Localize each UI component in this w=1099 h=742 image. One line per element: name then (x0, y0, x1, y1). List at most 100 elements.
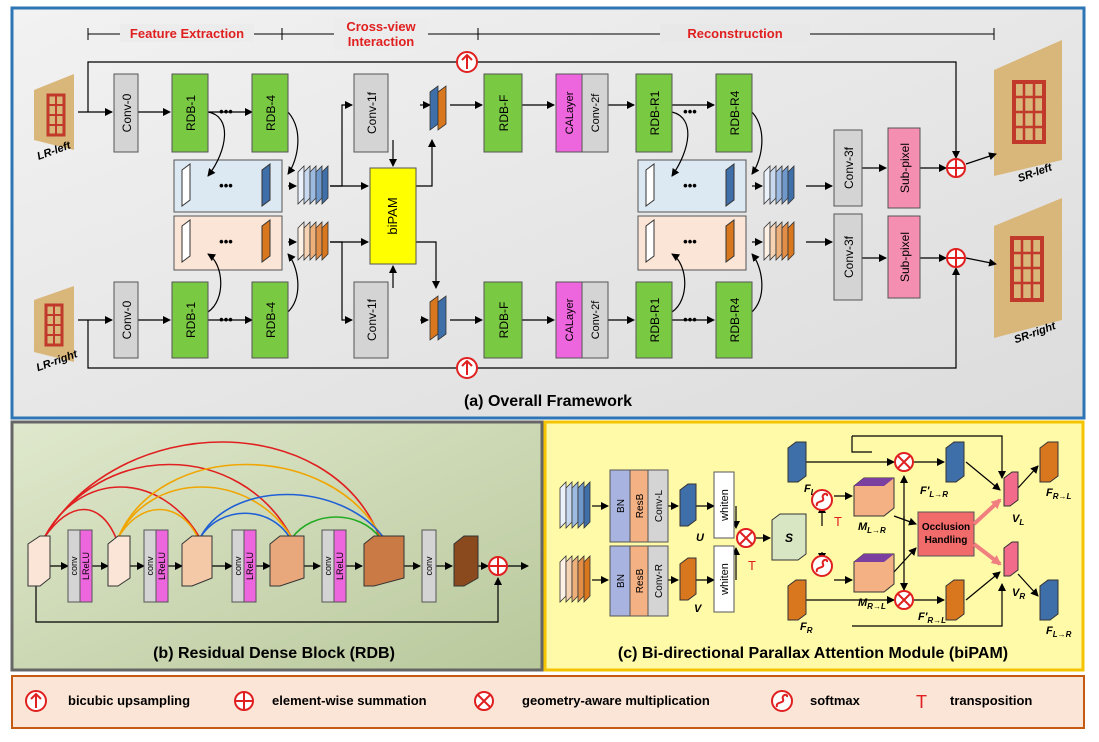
sr-right-image (994, 198, 1062, 338)
caption-panel-c: (c) Bi-directional Parallax Attention Mo… (618, 645, 1008, 662)
svg-text:FR→L: FR→L (1046, 487, 1072, 501)
label-cross-view: Cross-view (346, 19, 416, 34)
legend-sum-icon (234, 691, 254, 711)
text-s: S (785, 531, 793, 545)
block-conv3f-left (833, 129, 863, 207)
block-rdbf-right (483, 281, 523, 359)
block-rdbf-left (483, 73, 523, 153)
feature-maps: ••• ••• ••• ••• (181, 163, 735, 263)
block-rdbr1-left (635, 73, 673, 153)
rdb-conv-4: conv (323, 556, 333, 576)
text-vl: V (1012, 513, 1021, 525)
text-rdbf-left: RDB-F (497, 95, 511, 132)
sum-icon-top (946, 158, 966, 178)
dots-bottom-1: ••• (219, 312, 233, 327)
block-conv2f-left (581, 73, 609, 153)
dots-bottom-2: ••• (683, 312, 697, 327)
text-rdbr4-left: RDB-R4 (728, 90, 742, 135)
block-subpixel-left (887, 127, 921, 209)
text-calayer-left: CALayer (564, 91, 576, 134)
bottom-path-connectors (78, 238, 997, 369)
text-handling: Handling (925, 535, 968, 546)
text-subpixel-right: Sub-pixel (898, 232, 912, 282)
dots-band-4: ••• (683, 234, 697, 249)
dots-top-1: ••• (219, 104, 233, 119)
top-path-connectors (78, 61, 997, 190)
sr-left-image (994, 40, 1062, 176)
text-whiten-top: whiten (719, 489, 731, 522)
text-rdb1-left: RDB-1 (184, 95, 198, 131)
lr-left-image (34, 74, 74, 150)
sum-icon-bottom (946, 248, 966, 268)
text-subpixel-left: Sub-pixel (898, 143, 912, 193)
text-bn-bottom: BN (616, 574, 627, 588)
dots-top-2: ••• (683, 104, 697, 119)
rdb-blocks: conv LReLU conv LReLU conv LReLU conv LR… (27, 529, 479, 603)
text-rdb4-right: RDB-4 (264, 302, 278, 338)
block-rdb1-left (171, 73, 209, 153)
section-headers: Feature Extraction Cross-view Interactio… (87, 18, 995, 50)
text-fr-sub: R (807, 626, 813, 635)
bipam-input-stacks (559, 481, 591, 603)
text-fplr: F′ (920, 485, 931, 497)
rdb-conv-3: conv (233, 556, 243, 576)
legend-bicubic: bicubic upsampling (68, 693, 190, 708)
block-rdbr1-right (635, 281, 673, 359)
block-calayer-right (555, 281, 583, 359)
label-reconstruction: Reconstruction (687, 26, 782, 41)
rdb-lrelu-3: LReLU (245, 552, 255, 580)
caption-panel-a: (a) Overall Framework (464, 393, 632, 410)
block-rdb4-right (251, 281, 289, 359)
top-path-blocks: Conv-0 RDB-1 ••• RDB-4 Conv-1f RDB-F CAL… (113, 73, 921, 209)
legend-softmax: softmax (810, 693, 861, 708)
text-resb-bottom: ResB (635, 568, 646, 593)
text-conv2f-left: Conv-2f (590, 93, 602, 132)
text-rdbr1-right: RDB-R1 (648, 297, 662, 342)
text-v: V (694, 603, 703, 615)
legend-mult: geometry-aware multiplication (522, 693, 710, 708)
block-bipam (369, 167, 417, 265)
text-mrl: M (858, 597, 868, 609)
softmax-icon-top (811, 489, 833, 511)
bipam-flow (592, 435, 1039, 627)
text-rdbf-right: RDB-F (497, 302, 511, 339)
legend-t-icon: T (916, 692, 927, 712)
text-bn-top: BN (616, 499, 627, 513)
text-t-1: T (748, 558, 756, 573)
block-calayer-left (555, 73, 583, 153)
text-conv0-left: Conv-0 (120, 93, 134, 132)
text-rdbr1-left: RDB-R1 (648, 90, 662, 135)
bottom-path-blocks: Conv-0 RDB-1 ••• RDB-4 Conv-1f RDB-F CAL… (113, 213, 921, 359)
block-conv2f-right (581, 281, 609, 359)
block-rdbr4-right (715, 281, 753, 359)
svg-text:VR: VR (1012, 587, 1025, 601)
block-rdbr4-left (715, 73, 753, 153)
text-resb-top: ResB (635, 493, 646, 518)
text-fr: F (800, 621, 807, 633)
svg-text:MR→L: MR→L (858, 597, 886, 611)
text-occlusion: Occlusion (922, 522, 970, 533)
rdb-lrelu-4: LReLU (335, 552, 345, 580)
svg-text:F′R→L: F′R→L (918, 611, 946, 625)
legend-bicubic-icon (25, 690, 47, 712)
label-feature-extraction: Feature Extraction (130, 26, 244, 41)
rdb-lrelu-2: LReLU (157, 552, 167, 580)
rdb-lrelu-1: LReLU (81, 552, 91, 580)
text-calayer-right: CALayer (564, 298, 576, 341)
text-conv3f-right: Conv-3f (842, 235, 856, 278)
dots-band-2: ••• (219, 234, 233, 249)
label-interaction: Interaction (348, 34, 415, 49)
text-flr-sub: L→R (1053, 630, 1072, 639)
softmax-icon-bottom (811, 555, 833, 577)
text-convr: Conv-R (654, 564, 665, 598)
occlusion-arrows (972, 498, 1002, 566)
rdb-sum-icon (488, 556, 508, 576)
text-rdb1-right: RDB-1 (184, 302, 198, 338)
text-mlr-sub: L→R (867, 526, 886, 535)
block-subpixel-right (887, 215, 921, 299)
dense-connections (43, 441, 385, 539)
svg-text:ML→R: ML→R (858, 521, 886, 535)
block-conv1f-left (353, 73, 389, 153)
svg-text:FL→R: FL→R (1046, 625, 1072, 639)
